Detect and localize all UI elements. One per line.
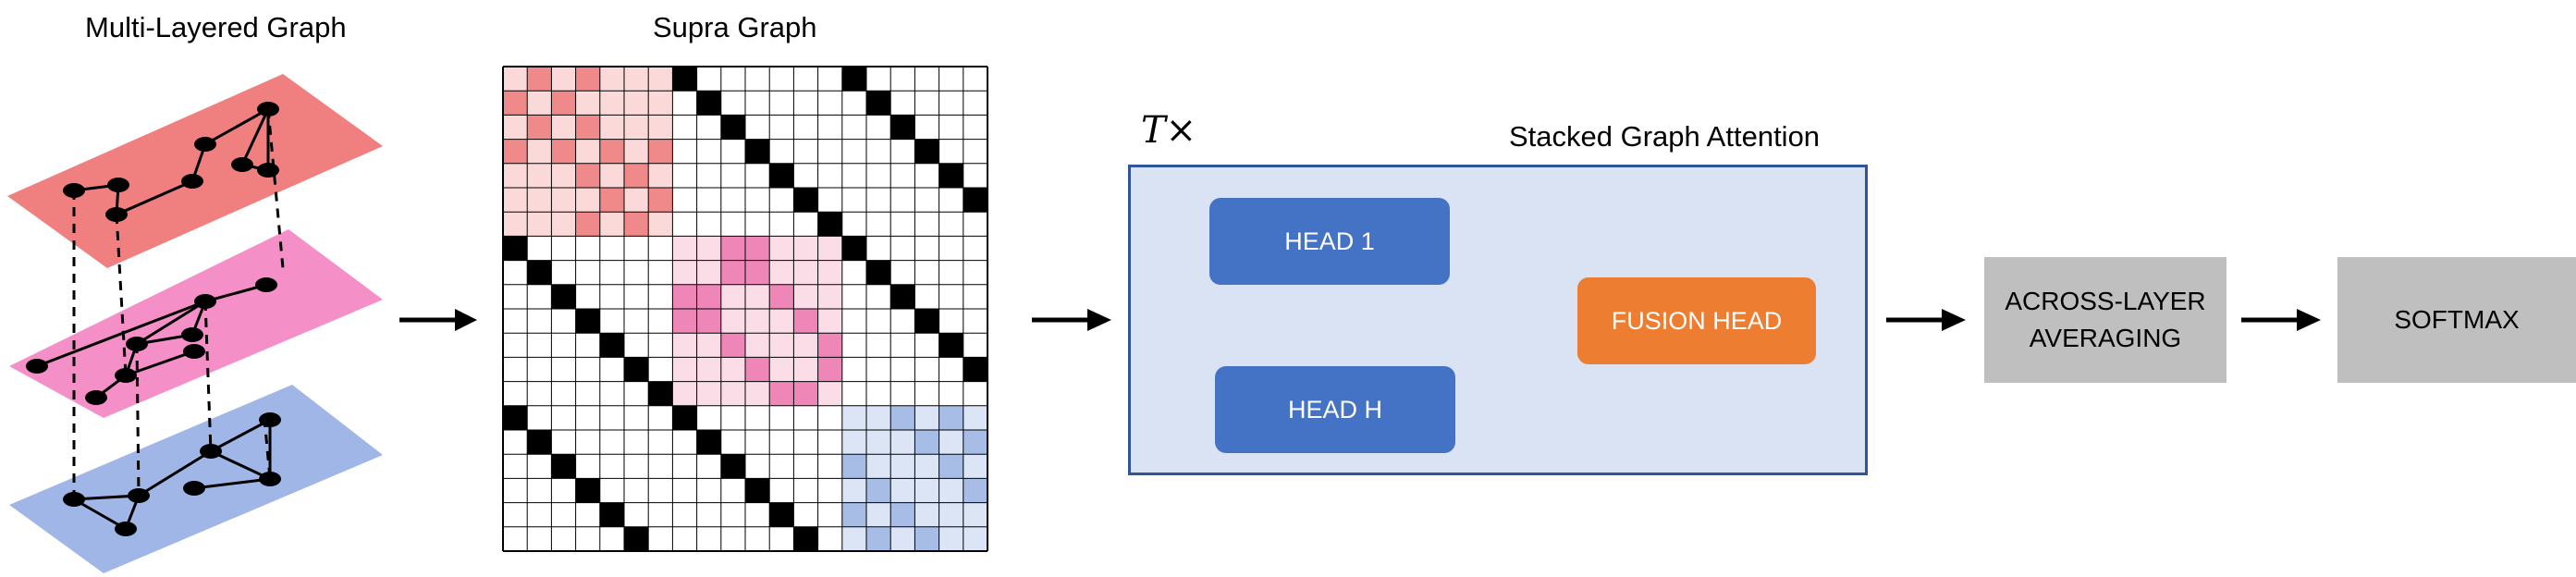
- intra-layer-edge-cell: [817, 333, 842, 358]
- intra-layer-edge-cell: [866, 478, 891, 503]
- inter-layer-link-cell: [624, 357, 649, 382]
- intra-layer-edge-cell: [841, 502, 866, 527]
- inter-layer-link-cell: [745, 139, 770, 164]
- inter-layer-link-cell: [551, 454, 576, 479]
- intra-layer-edge-cell: [841, 454, 866, 479]
- inter-layer-link-cell: [648, 381, 673, 406]
- intra-layer-edge-cell: [672, 309, 697, 334]
- intra-layer-edge-cell: [769, 284, 794, 309]
- inter-layer-link-cell: [672, 67, 697, 92]
- inter-layer-link-cell: [624, 526, 649, 551]
- intra-layer-edge-cell: [648, 188, 673, 213]
- inter-layer-link-cell: [938, 333, 963, 358]
- inter-layer-link-cell: [963, 188, 987, 213]
- intra-layer-edge-cell: [817, 357, 842, 382]
- intra-layer-edge-cell: [599, 139, 624, 164]
- intra-layer-edge-cell: [599, 188, 624, 213]
- intra-layer-edge-cell: [696, 309, 721, 334]
- supra-graph-title: Supra Graph: [653, 11, 817, 43]
- inter-layer-link-cell: [575, 478, 600, 503]
- intra-layer-edge-cell: [503, 91, 528, 116]
- inter-layer-link-cell: [672, 405, 697, 430]
- inter-layer-link-cell: [720, 454, 745, 479]
- supra-matrix: [502, 66, 988, 552]
- intra-layer-edge-cell: [963, 430, 987, 455]
- intra-layer-edge-cell: [914, 430, 939, 455]
- inter-layer-link-cell: [696, 91, 721, 116]
- intra-layer-edge-cell: [551, 139, 576, 164]
- across-layer-averaging-block: ACROSS-LAYER AVERAGING: [1984, 257, 2226, 383]
- averaging-line-2: AVERAGING: [2029, 324, 2182, 352]
- intra-layer-edge-cell: [745, 357, 770, 382]
- intra-layer-edge-cell: [720, 236, 745, 261]
- inter-layer-link-cell: [866, 91, 891, 116]
- inter-layer-link-cell: [793, 526, 818, 551]
- intra-layer-edge-cell: [866, 526, 891, 551]
- inter-layer-link-cell: [914, 309, 939, 334]
- intra-layer-edge-cell: [527, 115, 552, 140]
- intra-layer-edge-cell: [769, 381, 794, 406]
- intra-layer-edge-cell: [914, 526, 939, 551]
- intra-layer-edge-cell: [672, 284, 697, 309]
- intra-layer-edge-cell: [938, 405, 963, 430]
- layer-block-1: [503, 67, 673, 237]
- intra-layer-edge-cell: [938, 454, 963, 479]
- intra-layer-edge-cell: [575, 163, 600, 188]
- inter-layer-link-cell: [793, 188, 818, 213]
- intra-layer-edge-cell: [575, 115, 600, 140]
- inter-layer-link-cell: [599, 502, 624, 527]
- intra-layer-edge-cell: [503, 139, 528, 164]
- inter-layer-link-cell: [745, 478, 770, 503]
- layer-plane-bottom: [9, 385, 383, 573]
- inter-layer-link-cell: [914, 139, 939, 164]
- inter-layer-link-cell: [720, 115, 745, 140]
- inter-layer-link-cell: [599, 333, 624, 358]
- inter-layer-link-cell: [817, 212, 842, 237]
- averaging-line-1: ACROSS-LAYER: [2005, 287, 2206, 315]
- intra-layer-edge-cell: [624, 163, 649, 188]
- intra-layer-edge-cell: [720, 260, 745, 285]
- inter-layer-link-cell: [769, 163, 794, 188]
- inter-layer-link-cell: [890, 284, 915, 309]
- fusion-head-block: FUSION HEAD: [1577, 277, 1816, 364]
- inter-layer-link-cell: [841, 67, 866, 92]
- intra-layer-edge-cell: [963, 478, 987, 503]
- intra-layer-edge-cell: [527, 67, 552, 92]
- inter-layer-link-cell: [527, 430, 552, 455]
- intra-layer-edge-cell: [624, 212, 649, 237]
- graph-nodes: [26, 102, 281, 536]
- intra-layer-edge-cell: [575, 67, 600, 92]
- intra-layer-edge-cell: [575, 212, 600, 237]
- intra-layer-edge-cell: [745, 236, 770, 261]
- intra-layer-edge-cell: [890, 405, 915, 430]
- intra-layer-edge-cell: [890, 502, 915, 527]
- head-1-block: HEAD 1: [1209, 198, 1450, 285]
- inter-layer-link-cell: [841, 236, 866, 261]
- inter-layer-link-cell: [769, 502, 794, 527]
- inter-layer-link-cell: [575, 309, 600, 334]
- inter-layer-link-cell: [866, 260, 891, 285]
- inter-layer-link-cell: [551, 284, 576, 309]
- intra-layer-edge-cell: [793, 381, 818, 406]
- repeat-t-times-label: T×: [1141, 109, 1197, 152]
- inter-layer-link-cell: [938, 163, 963, 188]
- inter-layer-link-cell: [527, 260, 552, 285]
- flow-arrows: [399, 309, 2321, 331]
- intra-layer-edge-cell: [745, 260, 770, 285]
- head-h-block: HEAD H: [1215, 366, 1455, 453]
- intra-layer-edge-cell: [696, 284, 721, 309]
- intra-layer-edge-cell: [551, 91, 576, 116]
- intra-layer-edge-cell: [793, 309, 818, 334]
- inter-layer-link-cell: [503, 236, 528, 261]
- inter-layer-link-cell: [696, 430, 721, 455]
- inter-layer-link-cell: [890, 115, 915, 140]
- intra-layer-edge-cell: [720, 333, 745, 358]
- intra-layer-edge-cell: [648, 139, 673, 164]
- stacked-graph-attention-title: Stacked Graph Attention: [1509, 120, 1821, 153]
- inter-layer-link-cell: [503, 405, 528, 430]
- inter-layer-link-cell: [963, 357, 987, 382]
- multi-layered-graph-title: Multi-Layered Graph: [85, 11, 347, 43]
- softmax-block: SOFTMAX: [2337, 257, 2576, 383]
